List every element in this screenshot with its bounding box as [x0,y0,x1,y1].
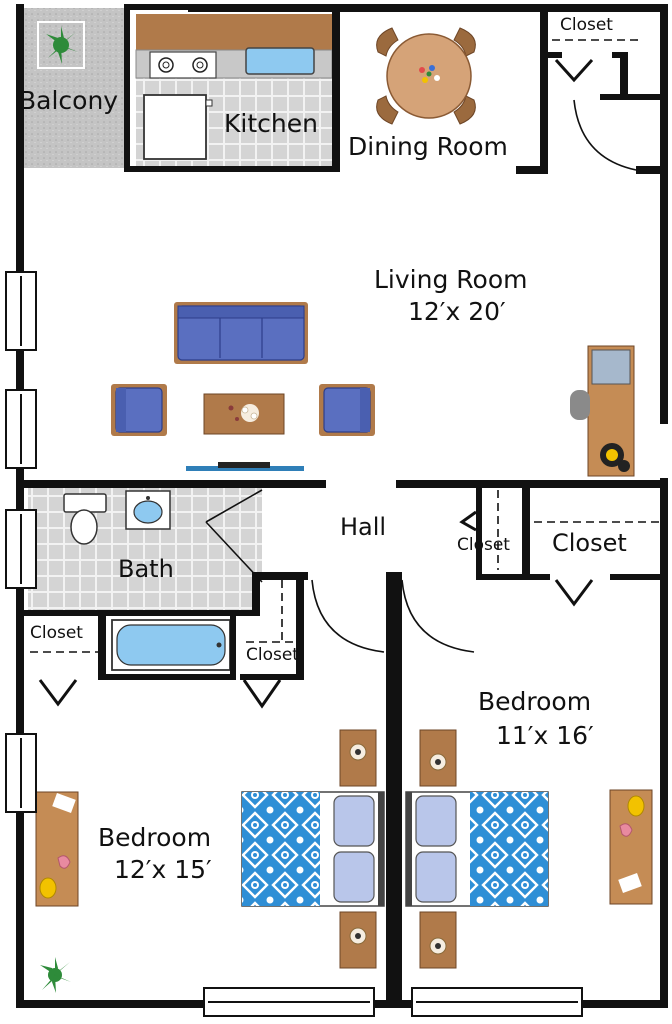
room-label-living-size: 12′x 20′ [408,297,506,326]
room-label-closet-top: Closet [560,15,613,35]
room-label-bedroom-left: Bedroom [98,823,212,852]
room-label-closet-left: Closet [30,623,83,643]
armchair-icon [111,384,167,436]
doors [30,39,660,709]
nightstand-icon [339,911,377,969]
plant-icon [37,21,85,69]
room-label-bedroom-right: Bedroom [478,687,592,716]
room-label-bedroom-right-size: 11′x 16′ [496,721,594,750]
fridge-icon [143,94,213,160]
desk-icon [35,791,79,907]
room-label-balcony: Balcony [19,86,119,115]
room-label-closet-hall-small: Closet [457,535,510,555]
room-label-closet-hall-big: Closet [552,529,627,557]
sink-icon [125,490,171,530]
window-icon [5,271,583,1017]
desk-icon [570,345,635,477]
bathtub-icon [111,619,231,671]
room-label-bedroom-left-size: 12′x 15′ [114,855,212,884]
bed-icon [405,791,549,907]
nightstand-icon [419,911,457,969]
room-label-living: Living Room [374,265,528,294]
desk-icon [609,789,653,905]
plant-icon [40,957,71,993]
room-label-hall: Hall [340,513,387,541]
sink-icon [245,47,315,75]
dining-table-icon [376,27,476,125]
toilet-icon [63,493,107,545]
coffee-table-icon [203,393,285,435]
sofa-icon [174,302,308,364]
bed-icon [241,791,385,907]
nightstand-icon [419,729,457,787]
room-label-closet-bath: Closet [246,645,299,665]
kitchen-counter [135,14,333,79]
room-label-bath: Bath [118,555,174,583]
stove-icon [149,51,217,79]
tv-icon [186,462,304,471]
armchair-icon [319,384,375,436]
nightstand-icon [339,729,377,787]
room-label-kitchen: Kitchen [224,109,318,138]
room-label-dining: Dining Room [348,132,508,161]
